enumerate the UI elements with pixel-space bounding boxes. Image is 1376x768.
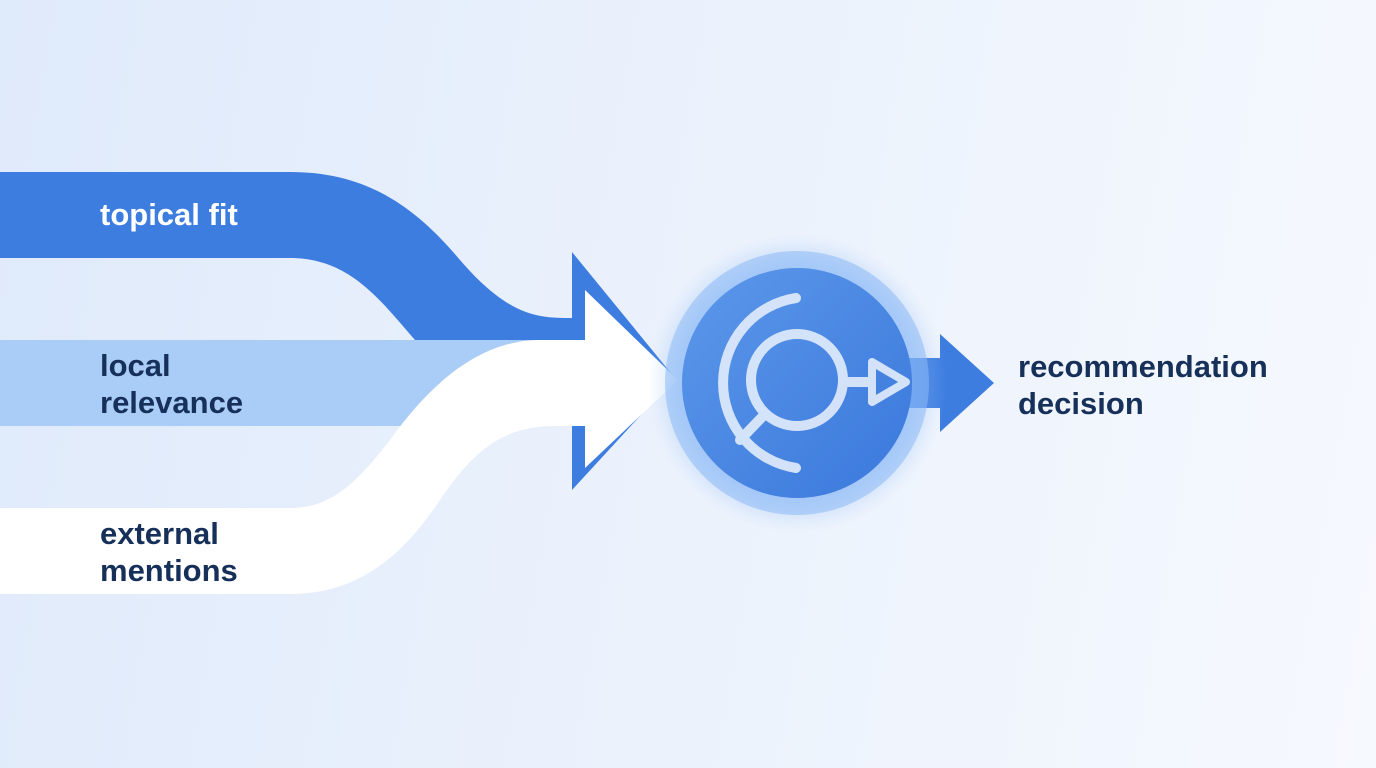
input-label-external-mentions: external mentions: [100, 515, 238, 589]
output-label-recommendation-decision: recommendation decision: [1018, 348, 1268, 422]
input-label-local-relevance: local relevance: [100, 347, 243, 421]
output-label-line: decision: [1018, 386, 1144, 421]
input-label-topical-fit: topical fit: [100, 196, 238, 233]
output-label-line: recommendation: [1018, 349, 1268, 384]
flow-band-topical-fit: [0, 172, 675, 490]
input-label-line: mentions: [100, 553, 238, 588]
input-label-line: external: [100, 516, 219, 551]
scoring-engine-icon: [718, 293, 910, 473]
input-label-line: local: [100, 348, 171, 383]
input-label-line: topical fit: [100, 197, 238, 232]
flow-band-external-mentions: [0, 290, 678, 594]
input-label-line: relevance: [100, 385, 244, 420]
